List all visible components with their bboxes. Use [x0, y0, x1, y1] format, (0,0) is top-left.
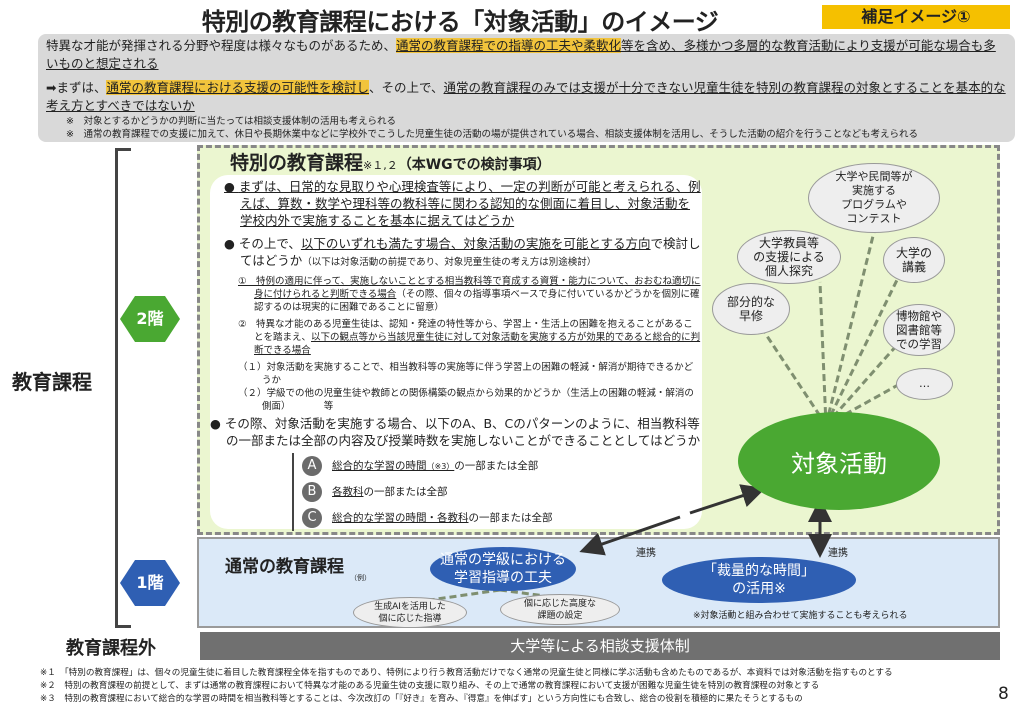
- discretionary-time-ellipse: 「裁量的な時間」 の活用※: [662, 557, 856, 603]
- activity-university-programs: 大学や民間等が 実施する プログラムや コンテスト: [808, 163, 940, 233]
- intro-box: 特異な才能が発揮される分野や程度は様々なものがあるため、通常の教育課程での指導の…: [38, 34, 1015, 142]
- special-content: ● まずは、日常的な見取りや心理検査等により、一定の判断が可能と考えられる、例え…: [210, 178, 702, 531]
- option-a: A 総合的な学習の時間（※3）の一部または全部: [302, 453, 702, 479]
- text: 以下のいずれも満たす場合、対象活動の実施を可能とする方向: [300, 236, 651, 251]
- heading-text: 特別の教育課程: [230, 152, 364, 174]
- activity-museum-library: 博物館や 図書館等 での学習: [883, 304, 955, 356]
- example-label: （例）: [350, 574, 371, 582]
- highlight: 通常の教育課程での指導の工夫や柔軟化: [396, 38, 622, 53]
- bullet-1: ● まずは、日常的な見取りや心理検査等により、一定の判断が可能と考えられる、例え…: [224, 179, 701, 228]
- text: 各教科: [332, 485, 364, 498]
- regular-note: ※対象活動と組み合わせて実施することも考えられる: [693, 611, 908, 621]
- text: その際、対象活動を実施する場合、以下のA、B、Cのパターンのように、相当教科等の…: [224, 416, 701, 448]
- highlight: 通常の教育課程における支援の可能性を検討し: [106, 80, 369, 95]
- text: の一部または全部: [363, 485, 448, 498]
- text: 総合的な学習の時間: [332, 459, 427, 472]
- arrow-to-activity: [689, 484, 766, 515]
- text: 総合的な学習の時間・各教科: [332, 511, 469, 524]
- text: で検討してはどうか: [240, 236, 701, 268]
- intro-note-2: ※ 通常の教育課程での支援に加えて、休日や長期休業中などに学校外でこうした児童生…: [66, 129, 918, 140]
- text: ① 特例の適用に伴って、実施しないこととする相当教科等で育成する資質・能力につい…: [238, 276, 701, 300]
- condition-1: ① 特例の適用に伴って、実施しないこととする相当教科等で育成する資質・能力につい…: [222, 275, 702, 314]
- intro-paragraph-2: ➡まずは、通常の教育課程における支援の可能性を検討し、その上で、通常の教育課程の…: [46, 79, 1007, 115]
- text: 通常の教育課程のみでは支援が十分できない児童生徒を特別の教育課程の対象とすること…: [46, 80, 1006, 113]
- activity-independent-research: 大学教員等 の支援による 個人探究: [737, 230, 841, 284]
- letter-badge: C: [302, 508, 322, 528]
- floor-1-hexagon: 1階: [120, 560, 180, 606]
- ai-guidance-ellipse: 生成AIを活用した 個に応じた指導: [353, 597, 467, 628]
- supplement-badge: 補足イメージ①: [822, 5, 1010, 29]
- class-guidance-ellipse: 通常の学級における 学習指導の工夫: [430, 547, 576, 591]
- footnote-1: ※１ 「特別の教育課程」は、個々の児童生徒に着目した教育課程全体を指すものであり…: [40, 668, 893, 678]
- link-label-2: 連携: [828, 548, 848, 559]
- condition-2: ② 特異な才能のある児童生徒は、認知・発達の特性等から、学習上・生活上の困難を抱…: [222, 318, 702, 357]
- bullet-2: ● その上で、以下のいずれも満たす場合、対象活動の実施を可能とする方向で検討して…: [224, 236, 701, 268]
- sub-point-1: （１）対象活動を実施することで、相当教科等の実施等に伴う学習上の困難の軽減・解消…: [238, 362, 694, 386]
- text: （以下は対象活動の前提であり、対象児童生徒の考え方は別途検討）: [302, 257, 597, 268]
- bullet-3: ● その際、対象活動を実施する場合、以下のA、B、Cのパターンのように、相当教科…: [210, 416, 701, 448]
- curriculum-label: 教育課程: [12, 370, 92, 394]
- special-heading: 特別の教育課程※１,２（本WGでの検討事項）: [230, 148, 551, 175]
- sub-point-2: （２）学級での他の児童生徒や教師との関係構築の観点から効果的かどうか（生活上の困…: [238, 388, 694, 412]
- activity-university-lectures: 大学の 講義: [883, 237, 945, 283]
- activity-partial-acceleration: 部分的な 早修: [712, 283, 790, 335]
- arrow-to-class: [579, 515, 681, 556]
- target-activity-ellipse: 対象活動: [738, 412, 940, 510]
- text: の一部または全部: [468, 511, 553, 524]
- option-c: C 総合的な学習の時間・各教科の一部または全部: [302, 505, 702, 531]
- text: 特異な才能が発揮される分野や程度は様々なものがあるため、: [46, 38, 397, 53]
- intro-note-1: ※ 対象とするかどうかの判断に当たっては相談支援体制の活用も考えられる: [66, 116, 397, 127]
- text: （その際、個々の指導事項ベースで身に付いているかどうかを個別に確認するのは現実的…: [254, 289, 700, 313]
- curriculum-bracket: [115, 148, 131, 628]
- page-title: 特別の教育課程における「対象活動」のイメージ: [201, 8, 719, 36]
- intro-paragraph-1: 特異な才能が発揮される分野や程度は様々なものがあるため、通常の教育課程での指導の…: [46, 37, 1007, 73]
- heading-sub: （本WGでの検討事項）: [397, 157, 551, 173]
- footnote-2: ※２ 特別の教育課程の前提として、まずは通常の教育課程において特異な才能のある児…: [40, 681, 820, 691]
- footnotes: ※１ 「特別の教育課程」は、個々の児童生徒に着目した教育課程全体を指すものであり…: [40, 667, 1000, 706]
- footnote-3: ※３ 特別の教育課程において総合的な学習の時間を相当教科等とすることは、今次改訂…: [40, 694, 803, 704]
- outside-curriculum-label: 教育課程外: [66, 638, 156, 659]
- text: の一部または全部: [454, 459, 539, 472]
- note: （※3）: [426, 461, 455, 471]
- link-label-1: 連携: [636, 548, 656, 559]
- text: 等を含め、多様かつ多層的な教育活動により支援が可能な場合も多いものと想定される: [46, 38, 996, 71]
- advanced-task-ellipse: 個に応じた高度な 課題の設定: [500, 594, 620, 625]
- option-b: B 各教科の一部または全部: [302, 479, 702, 505]
- heading-note: ※１,２: [363, 159, 398, 172]
- text: まずは、日常的な見取りや心理検査等により、一定の判断が可能と考えられる、例えば、…: [238, 179, 701, 228]
- letter-badge: A: [302, 456, 322, 476]
- text: 以下の観点等から当該児童生徒に対して対象活動を実施する方が効果的であると総合的に…: [254, 332, 701, 356]
- support-system-bar: 大学等による相談支援体制: [200, 632, 1000, 660]
- text: 、その上で、: [369, 80, 444, 95]
- text: その上で、: [238, 236, 301, 251]
- text: ➡まずは、: [46, 80, 107, 95]
- page-number: 8: [998, 684, 1009, 704]
- activity-more: …: [896, 368, 953, 400]
- regular-heading: 通常の教育課程: [225, 557, 344, 577]
- text: ② 特異な才能のある児童生徒は、認知・発達の特性等から、学習上・生活上の困難を抱…: [238, 319, 693, 343]
- letter-badge: B: [302, 482, 322, 502]
